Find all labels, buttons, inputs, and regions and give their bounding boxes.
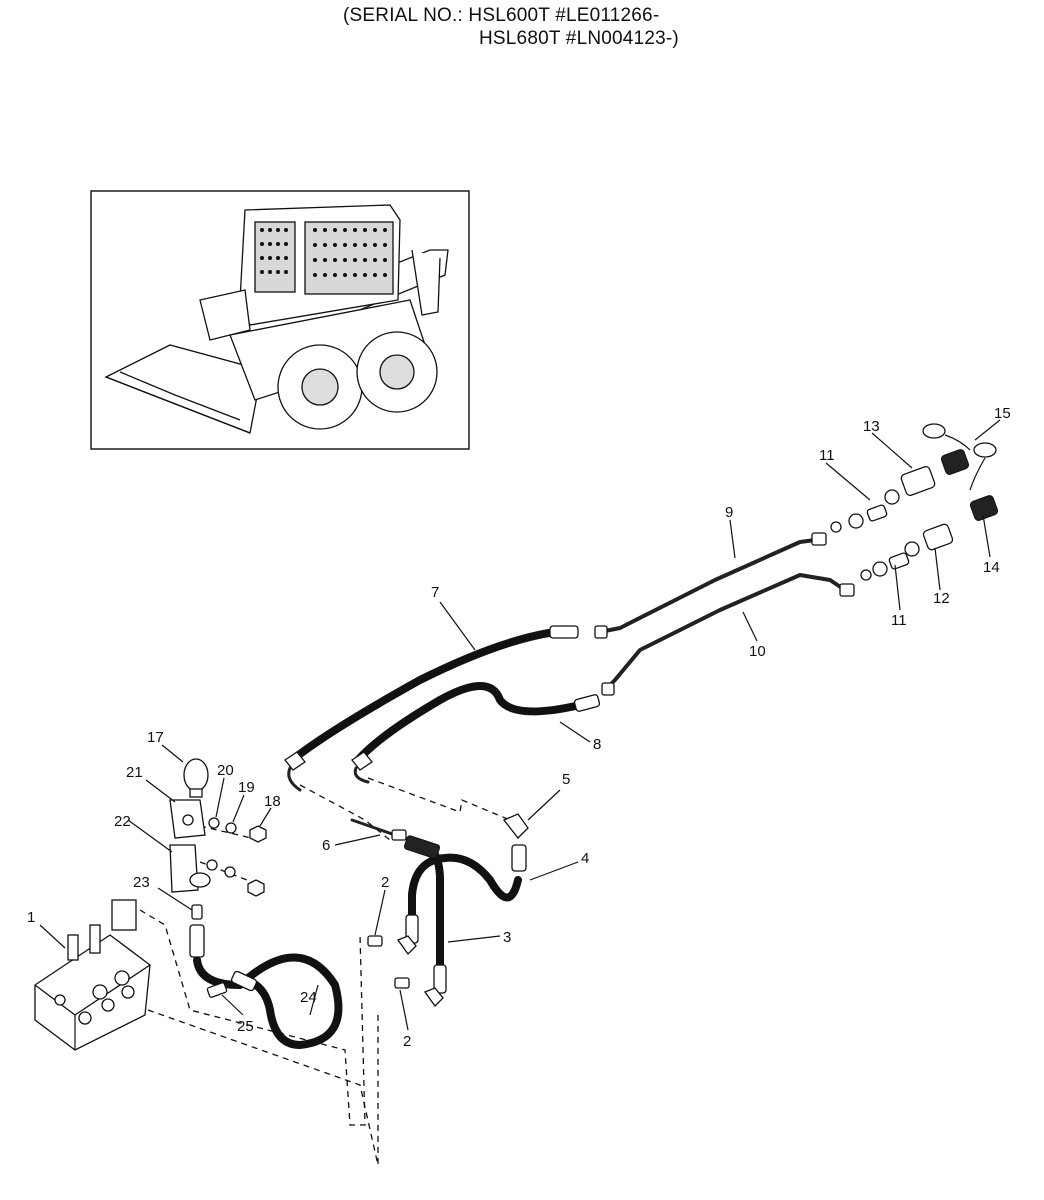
callout-22: 22 (114, 813, 131, 830)
hoses-7-8 (284, 625, 601, 792)
fitting-6 (350, 818, 441, 859)
callout-5: 5 (562, 771, 570, 788)
callout-1: 1 (27, 909, 35, 926)
callout-25: 25 (237, 1018, 254, 1035)
quick-couplers (830, 423, 999, 581)
callout-7: 7 (431, 584, 439, 601)
callout-2-upper: 2 (381, 874, 389, 891)
callout-18: 18 (264, 793, 281, 810)
callout-11-lower: 11 (891, 612, 907, 629)
callout-8: 8 (593, 736, 601, 753)
callout-2-lower: 2 (403, 1033, 411, 1050)
serial-header-line-1: (SERIAL NO.: HSL600T #LE011266- (343, 5, 660, 26)
callout-12: 12 (933, 590, 950, 607)
callout-9: 9 (725, 504, 733, 521)
loader-inset (90, 190, 470, 450)
callout-24: 24 (300, 989, 317, 1006)
hose-7-fitting (549, 625, 579, 639)
hose-24-assembly (189, 904, 343, 1049)
cab-grille-pattern (260, 228, 387, 277)
callout-14: 14 (983, 559, 1000, 576)
adapters-2 (367, 935, 444, 1008)
callout-21: 21 (126, 764, 143, 781)
callout-3: 3 (503, 929, 511, 946)
callout-leader-lines (39, 419, 1001, 1031)
callout-6: 6 (322, 837, 330, 854)
callout-17: 17 (147, 729, 164, 746)
skid-steer-loader-illustration (104, 204, 449, 434)
callout-13: 13 (863, 418, 880, 435)
callout-numbers: 1 2 2 3 4 5 6 7 8 9 10 11 11 12 13 14 15… (27, 405, 1011, 1050)
control-valve (34, 899, 151, 1051)
callout-11-upper: 11 (819, 447, 835, 464)
callout-19: 19 (238, 779, 255, 796)
callout-15: 15 (994, 405, 1011, 422)
dashed-connection-lines (139, 777, 511, 1166)
callout-23: 23 (133, 874, 150, 891)
callout-10: 10 (749, 643, 766, 660)
bracket-accumulator (169, 758, 267, 897)
callout-4: 4 (581, 850, 589, 867)
serial-header-line-2: HSL680T #LN004123-) (479, 28, 679, 49)
hose-8-fitting (573, 694, 601, 712)
tubes-9-10 (594, 532, 855, 696)
callout-20: 20 (217, 762, 234, 779)
